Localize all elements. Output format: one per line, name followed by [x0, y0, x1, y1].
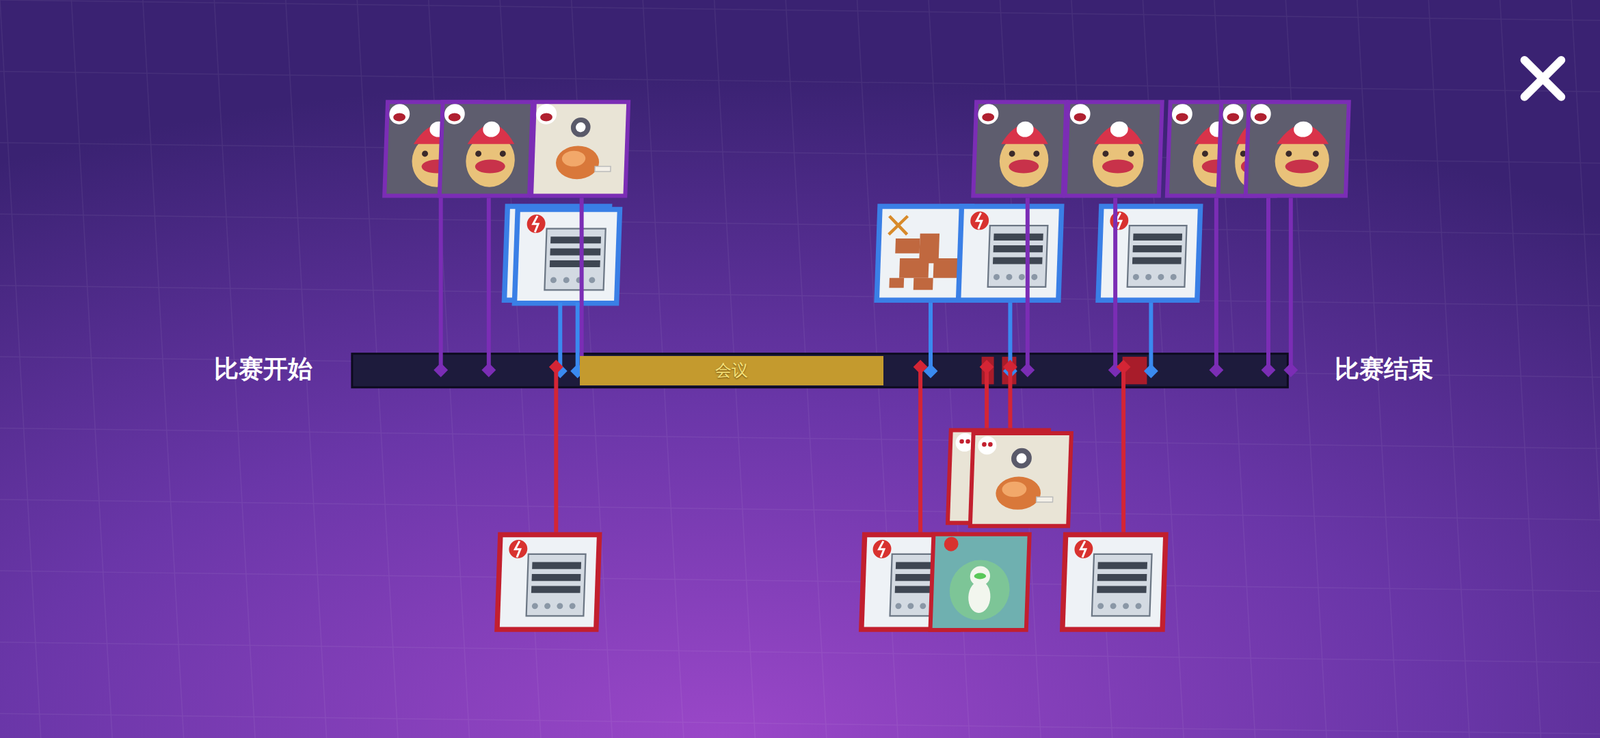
- event-cards-top: [382, 99, 1352, 306]
- event-marker: [913, 360, 928, 375]
- clown-card: [437, 99, 535, 198]
- event-line: [1121, 369, 1126, 533]
- event-line: [438, 197, 444, 370]
- event-line: [918, 369, 923, 533]
- event-line: [928, 302, 933, 370]
- event-line: [1288, 197, 1293, 370]
- panel-card: [1095, 203, 1203, 303]
- panel-card: [494, 532, 602, 633]
- event-cards-bottom: [494, 428, 1169, 633]
- event-marker: [481, 363, 496, 378]
- event-line: [579, 197, 584, 370]
- event-marker: [1208, 363, 1224, 378]
- event-line: [1148, 302, 1153, 370]
- event-marker: [433, 363, 448, 378]
- event-marker: [1261, 363, 1276, 378]
- event-line: [1025, 197, 1030, 370]
- panel-card: [1059, 532, 1169, 633]
- panel-card: [512, 207, 623, 307]
- event-line: [1266, 197, 1271, 370]
- timeline-label: 比赛结束: [1334, 352, 1434, 387]
- clown-card: [1243, 99, 1352, 198]
- meat-card: [529, 99, 631, 198]
- event-marker: [1003, 360, 1018, 375]
- event-line: [1007, 302, 1012, 370]
- event-line: [553, 369, 558, 533]
- panel-card: [955, 203, 1065, 303]
- meeting-label: 会议: [715, 359, 749, 382]
- event-marker: [1116, 360, 1131, 375]
- player-card: [927, 532, 1032, 633]
- event-lines: [433, 197, 1298, 532]
- skullmeat-card: [968, 431, 1074, 529]
- close-button: [1524, 60, 1562, 98]
- timeline-bar: [352, 354, 1288, 388]
- event-line: [1113, 197, 1118, 370]
- event-marker: [979, 360, 995, 375]
- event-line: [1214, 197, 1219, 370]
- event-line: [557, 302, 563, 370]
- event-marker: [549, 360, 564, 375]
- timeline-label: 比赛开始: [214, 352, 313, 387]
- meeting-band: 会议: [579, 356, 885, 386]
- event-marker: [1143, 364, 1159, 379]
- clown-card: [970, 99, 1069, 198]
- event-marker: [1020, 363, 1035, 378]
- event-line: [486, 197, 491, 370]
- event-line: [1007, 369, 1012, 429]
- clown-card: [1062, 99, 1164, 198]
- event-line: [984, 369, 989, 429]
- event-marker: [1283, 363, 1298, 378]
